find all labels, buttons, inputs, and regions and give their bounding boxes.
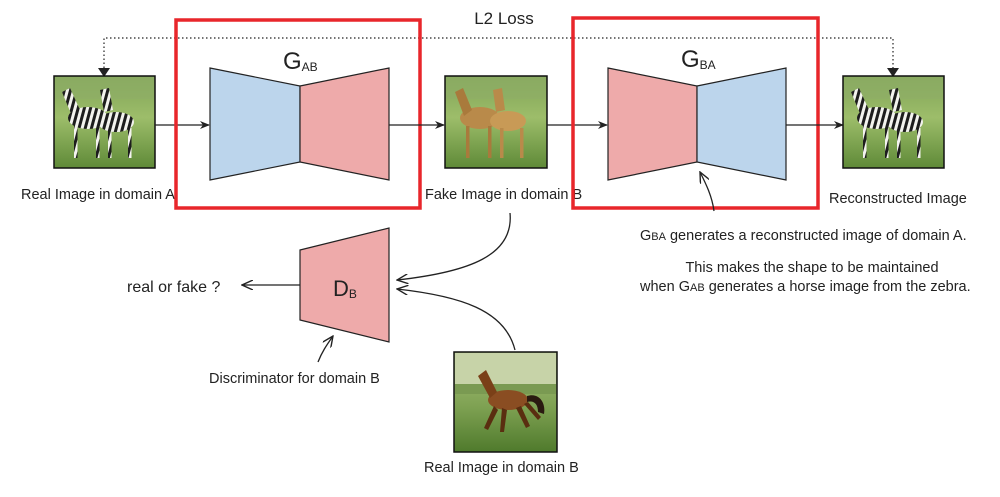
real-image-a-thumbnail [53, 75, 156, 169]
real-image-a-label: Real Image in domain A [21, 187, 175, 203]
running-horse-figure [478, 370, 545, 432]
real-image-b-label: Real Image in domain B [424, 460, 579, 476]
gba-decoder-trapezoid [696, 67, 787, 181]
zebra-figure [851, 88, 923, 158]
zebra-figure [62, 88, 134, 158]
reconstructed-image-thumbnail [842, 75, 945, 169]
gab-label: GAB [283, 48, 318, 75]
gba-encoder-trapezoid [607, 67, 698, 181]
annotation-line-1: GBA generates a reconstructed image of d… [640, 228, 967, 244]
gab-encoder-trapezoid [209, 67, 301, 181]
l2-loss-loop [103, 37, 894, 76]
discriminator-caption: Discriminator for domain B [209, 371, 380, 387]
real-image-b-thumbnail [453, 351, 558, 453]
gab-decoder-trapezoid [299, 67, 390, 181]
l2-loss-label: L2 Loss [474, 9, 534, 28]
discriminator-caption-arrow [317, 336, 333, 363]
l2-loss-arrowhead-left [98, 68, 110, 77]
annotation-arrow [700, 172, 715, 212]
real-or-fake-label: real or fake ? [127, 279, 220, 296]
gba-highlight-box [571, 16, 820, 210]
horse-figure [455, 88, 526, 158]
arrow-real-b-to-discriminator [397, 289, 516, 351]
arrow-fake-b-to-discriminator [397, 212, 511, 280]
reconstructed-image-label: Reconstructed Image [829, 191, 967, 207]
gba-label: GBA [681, 46, 716, 73]
annotation-line-3: when GAB generates a horse image from th… [639, 279, 971, 295]
l2-loss-arrowhead-right [887, 68, 899, 77]
discriminator-label: DB [333, 276, 357, 301]
discriminator-trapezoid [299, 227, 390, 343]
gab-highlight-box [174, 18, 422, 210]
fake-image-b-label: Fake Image in domain B [425, 187, 582, 203]
fake-image-b-thumbnail [444, 75, 548, 169]
annotation-line-2: This makes the shape to be maintained [685, 260, 938, 276]
